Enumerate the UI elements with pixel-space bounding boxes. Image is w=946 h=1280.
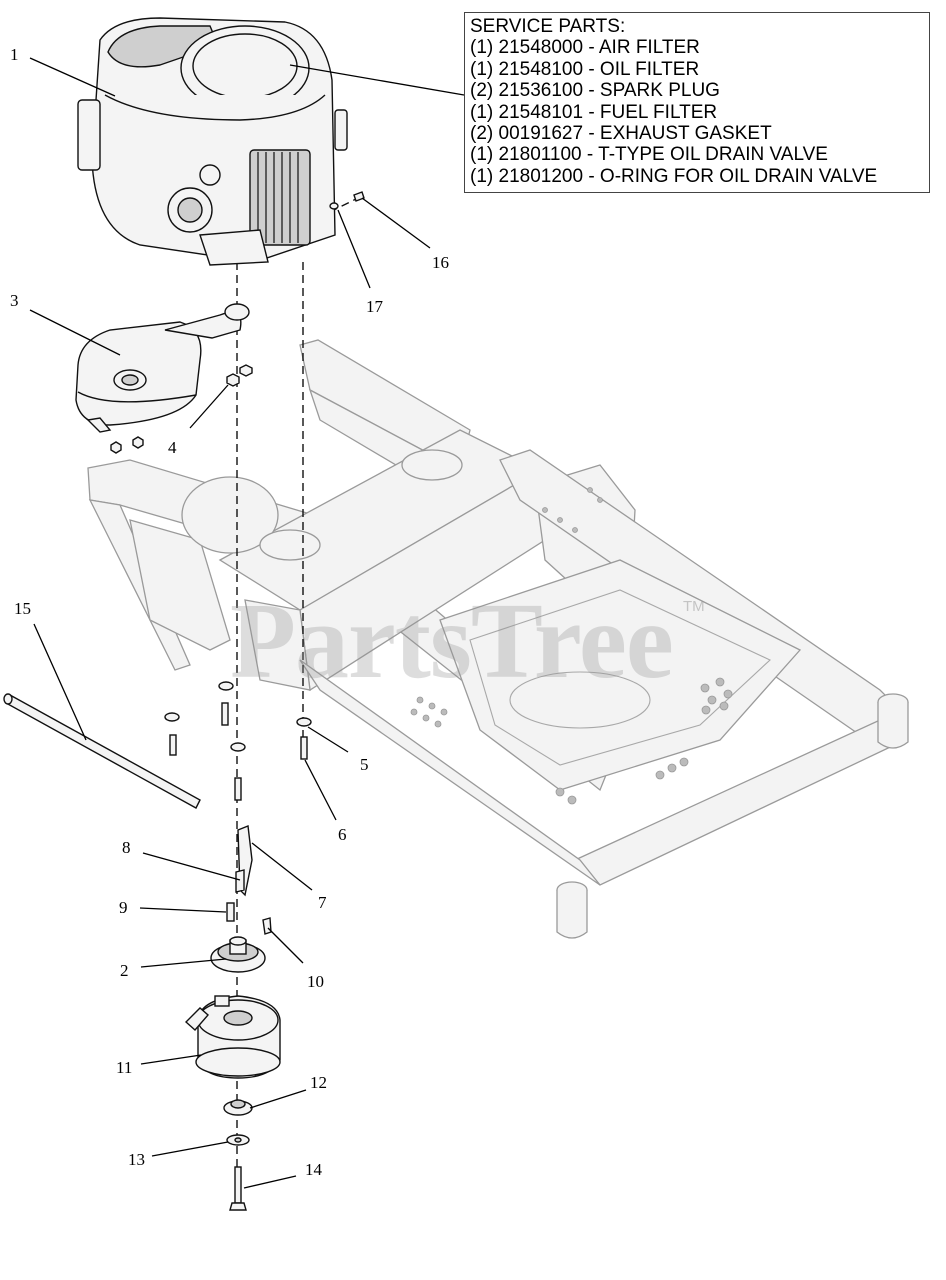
callout-4: 4 (168, 438, 177, 457)
washers-and-bolts (164, 681, 312, 801)
rod (3, 693, 201, 809)
callout-14: 14 (305, 1160, 323, 1179)
service-part-line: (1) 21548000 - AIR FILTER (470, 37, 700, 59)
callout-7: 7 (318, 893, 327, 912)
hex-nuts (110, 364, 253, 454)
callout-15: 15 (14, 599, 31, 618)
callout-5: 5 (360, 755, 369, 774)
service-part-line: (2) 00191627 - EXHAUST GASKET (470, 123, 772, 145)
callout-numbers: 1 2 3 4 5 6 7 8 9 10 11 12 13 14 15 16 1… (10, 45, 449, 1179)
mower-chassis-frame (87, 339, 909, 939)
service-part-line: (2) 21536100 - SPARK PLUG (470, 80, 720, 102)
callout-8: 8 (122, 838, 131, 857)
service-part-line: (1) 21801100 - T-TYPE OIL DRAIN VALVE (470, 144, 828, 166)
callout-16: 16 (432, 253, 449, 272)
service-part-line: (1) 21548101 - FUEL FILTER (470, 101, 718, 123)
callout-17: 17 (366, 297, 384, 316)
service-parts-box: SERVICE PARTS: (1) 21548000 - AIR FILTER… (464, 12, 930, 193)
service-part-line: (1) 21801200 - O-RING FOR OIL DRAIN VALV… (470, 165, 878, 187)
clutch-bracket-parts (226, 825, 272, 935)
engine-assembly (77, 17, 348, 266)
electric-clutch (184, 995, 281, 1079)
service-part-line: (1) 21548100 - OIL FILTER (470, 58, 700, 80)
small-screw-washer (329, 191, 365, 210)
callout-3: 3 (10, 291, 19, 310)
callout-12: 12 (310, 1073, 327, 1092)
callout-2: 2 (120, 961, 129, 980)
callout-10: 10 (307, 972, 324, 991)
callout-1: 1 (10, 45, 19, 64)
leader-lines (29, 57, 465, 1189)
callout-6: 6 (338, 825, 347, 844)
callout-13: 13 (128, 1150, 145, 1169)
callout-9: 9 (119, 898, 128, 917)
callout-11: 11 (116, 1058, 132, 1077)
service-parts-heading: SERVICE PARTS: (470, 16, 626, 37)
pulley (210, 936, 266, 973)
muffler (75, 303, 250, 433)
clutch-hardware (223, 1099, 253, 1211)
